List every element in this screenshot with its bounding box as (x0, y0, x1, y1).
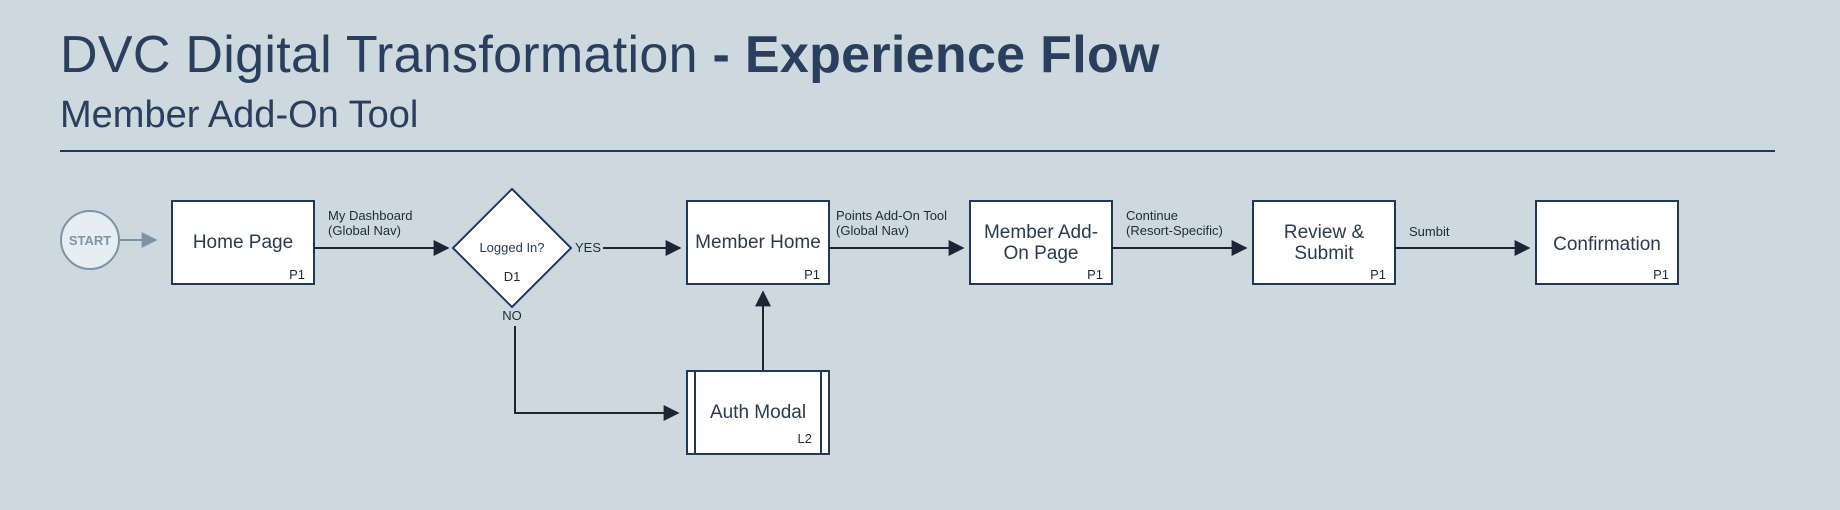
edge-no-label: NO (502, 308, 522, 323)
decision-code: D1 (504, 269, 521, 284)
edge-member-label-1: Points Add-On Tool (836, 208, 947, 223)
edge-no (514, 326, 680, 421)
header-divider (60, 150, 1775, 152)
edge-home-label-1: My Dashboard (328, 208, 413, 223)
node-member-home-label: Member Home (695, 232, 821, 253)
node-auth-badge: L2 (798, 431, 812, 446)
node-home-badge: P1 (289, 267, 305, 282)
node-member-home-badge: P1 (804, 267, 820, 282)
edge-member-label-2: (Global Nav) (836, 223, 909, 238)
edge-addon-label-1: Continue (1126, 208, 1178, 223)
node-review-label-2: Submit (1294, 243, 1354, 264)
node-member-home: Member Home P1 (686, 200, 830, 285)
node-addon-label-1: Member Add- (984, 222, 1098, 243)
node-home-page: Home Page P1 (171, 200, 315, 285)
node-confirm-label: Confirmation (1553, 234, 1661, 255)
title-bold: - Experience Flow (712, 26, 1160, 84)
edge-yes-label: YES (575, 240, 601, 255)
node-auth-label: Auth Modal (710, 402, 806, 423)
node-review-badge: P1 (1370, 267, 1386, 282)
node-review-label-1: Review & (1284, 222, 1365, 243)
page-subtitle: Member Add-On Tool (60, 94, 419, 136)
node-confirm-badge: P1 (1653, 267, 1669, 282)
start-node: START (60, 210, 120, 270)
node-home-label: Home Page (193, 232, 293, 253)
node-addon-label-2: On Page (1004, 243, 1079, 264)
node-addon-page: Member Add- On Page P1 (969, 200, 1113, 285)
decision-logged-in: Logged In? D1 (451, 187, 573, 309)
start-label: START (69, 233, 111, 248)
node-review-submit: Review & Submit P1 (1252, 200, 1396, 285)
node-confirmation: Confirmation P1 (1535, 200, 1679, 285)
node-auth-modal: Auth Modal L2 (686, 370, 830, 455)
edge-home-label-2: (Global Nav) (328, 223, 401, 238)
decision-label: Logged In? (479, 240, 544, 255)
edge-review-label: Sumbit (1409, 224, 1450, 239)
edge-addon-label-2: (Resort-Specific) (1126, 223, 1223, 238)
title-regular: DVC Digital Transformation (60, 26, 713, 84)
node-addon-badge: P1 (1087, 267, 1103, 282)
page-title: DVC Digital Transformation - Experience … (60, 22, 1160, 88)
